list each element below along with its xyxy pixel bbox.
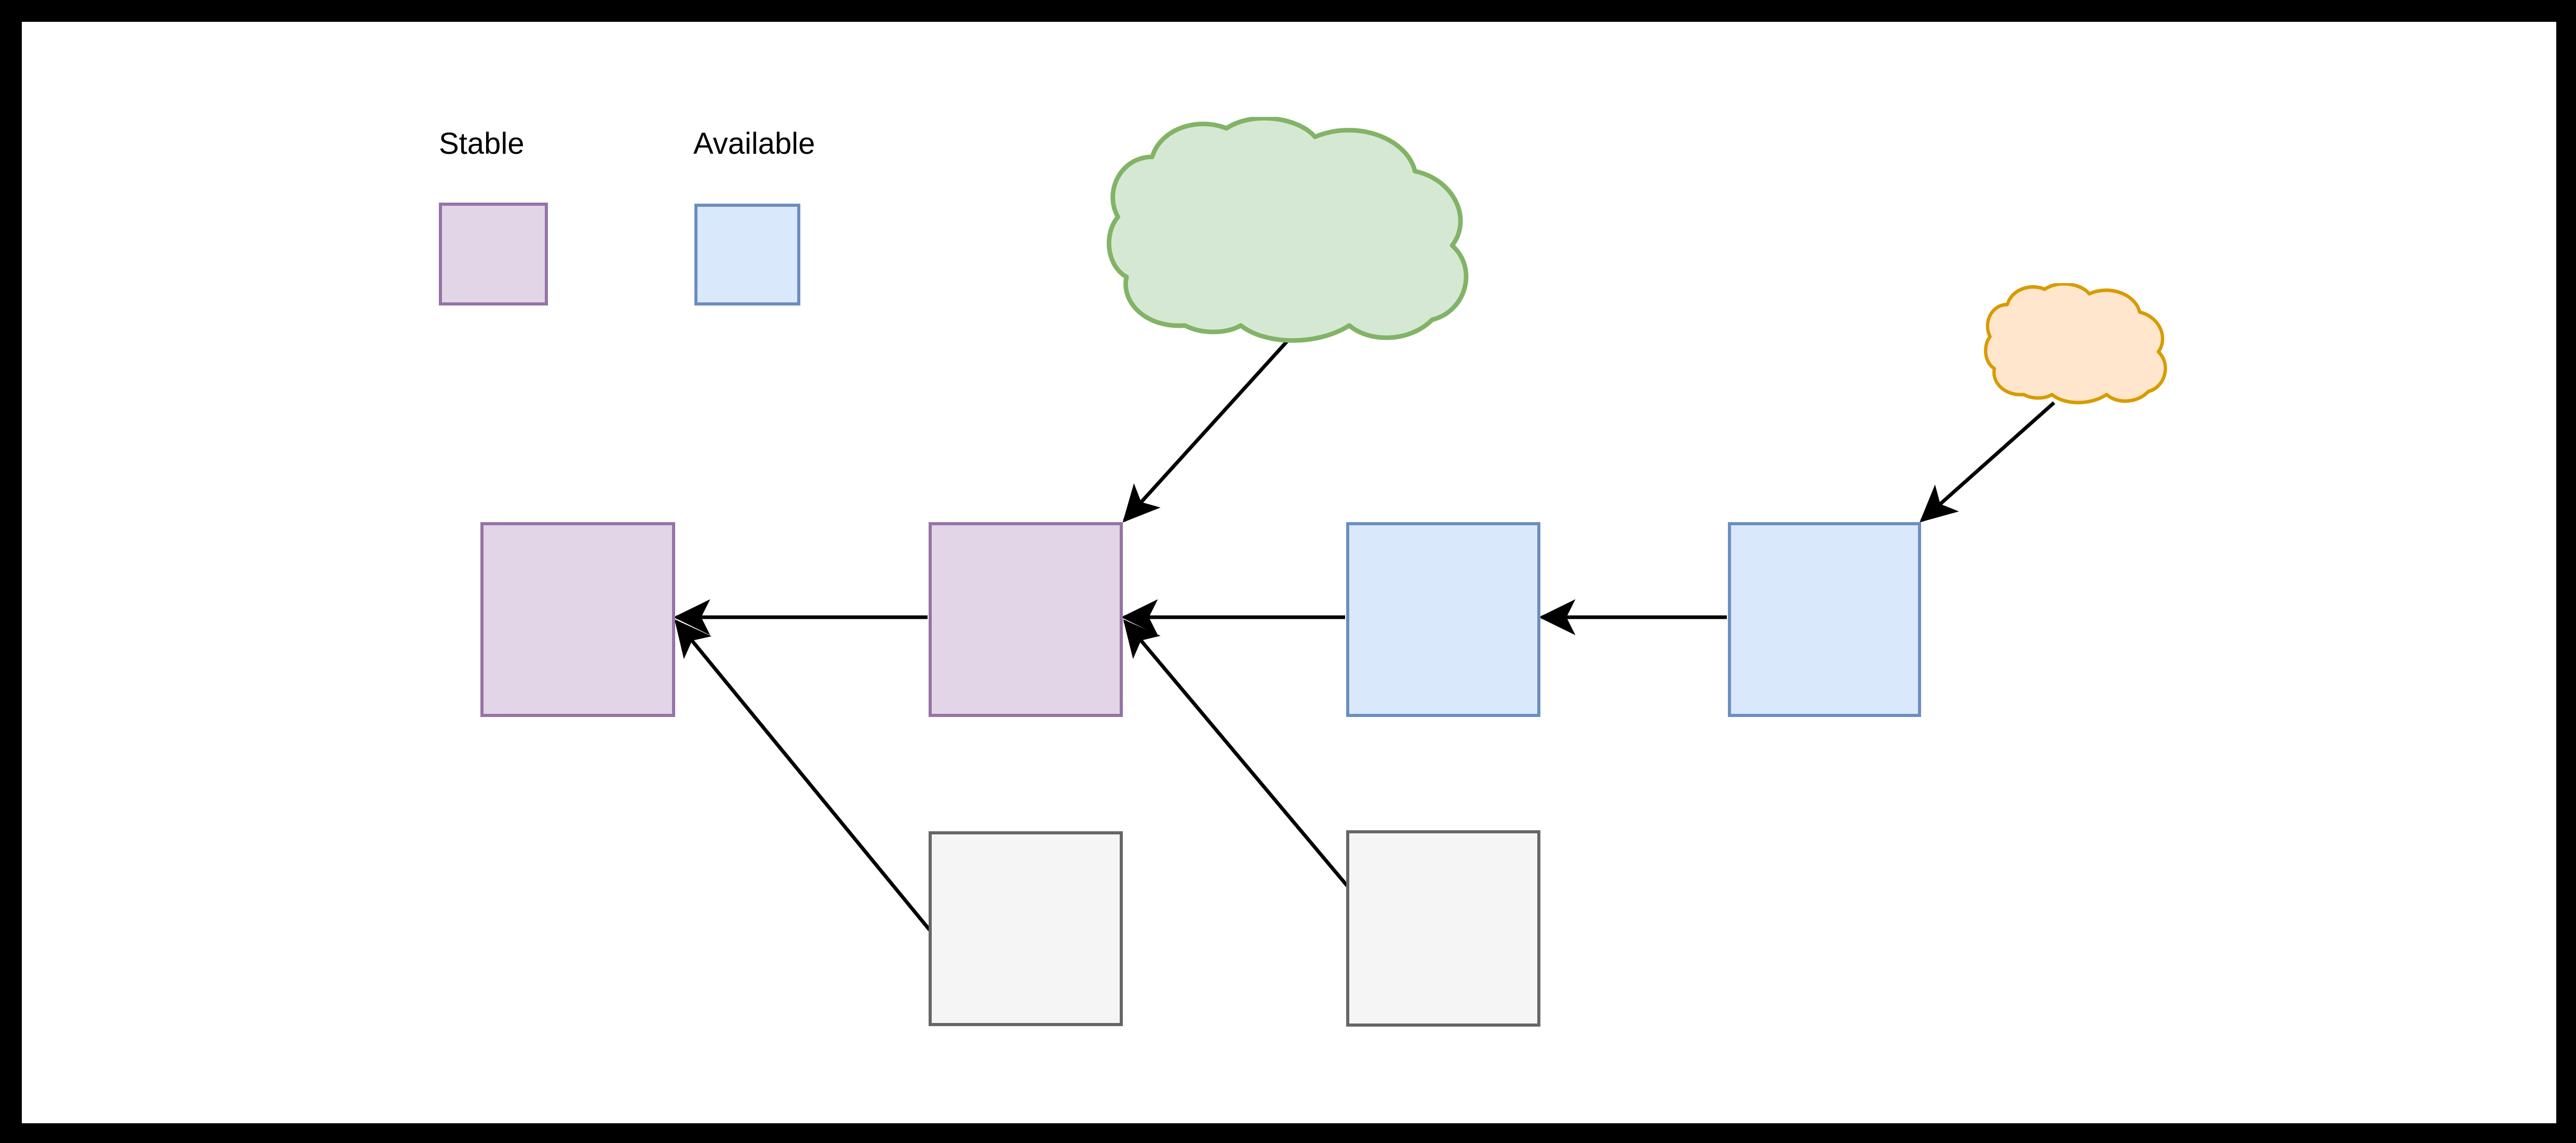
legend-swatch-stable — [439, 203, 548, 305]
green-cloud-shape — [1107, 116, 1469, 343]
stable-box-2[interactable] — [929, 522, 1123, 717]
neutral-box-2[interactable] — [1346, 830, 1540, 1027]
available-box-2[interactable] — [1728, 522, 1921, 717]
legend-label-stable: Stable — [439, 127, 525, 161]
stable-box-1[interactable] — [480, 522, 675, 717]
legend-swatch-available — [694, 204, 800, 305]
green-cloud[interactable] — [1104, 116, 1475, 345]
neutral-box-1[interactable] — [929, 831, 1123, 1026]
neutral-box-1-to-stable-box-1[interactable] — [674, 619, 931, 932]
orange-cloud-shape — [1984, 282, 2167, 405]
diagram-sheet: Stable Available — [22, 22, 2556, 1123]
orange-cloud[interactable] — [1983, 282, 2170, 405]
available-box-1[interactable] — [1346, 522, 1540, 717]
legend-label-available: Available — [693, 127, 815, 161]
neutral-box-2-to-stable-box-2[interactable] — [1123, 619, 1349, 887]
green-cloud-to-stable-box-2[interactable] — [1122, 339, 1290, 523]
orange-cloud-to-available-box-2[interactable] — [1920, 401, 2056, 523]
